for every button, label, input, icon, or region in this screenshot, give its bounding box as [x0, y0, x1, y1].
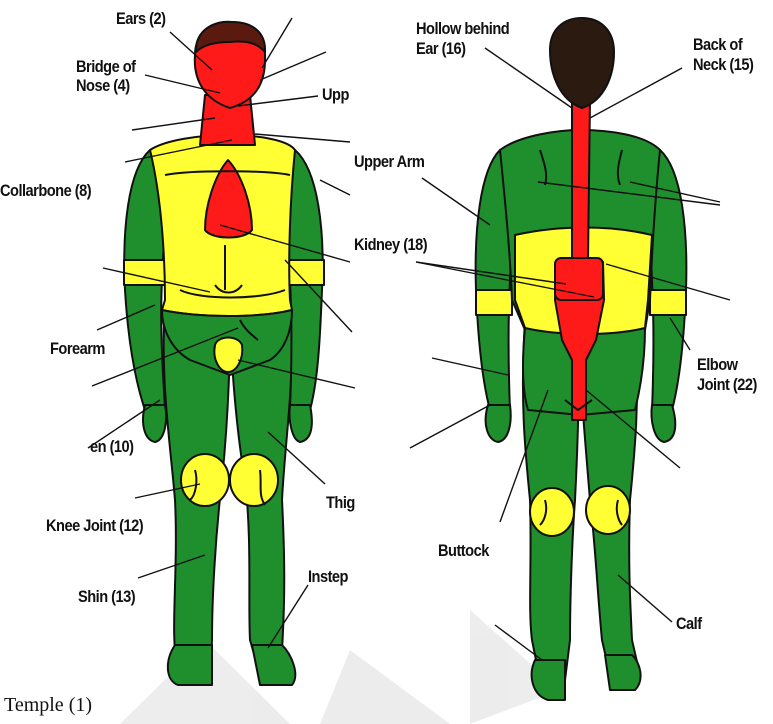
- front-figure: [124, 22, 324, 685]
- back-left-elbow-band: [476, 290, 512, 315]
- back-right-elbow-band: [650, 290, 686, 315]
- label-buttock: Buttock: [438, 542, 489, 560]
- back-left-knee: [530, 488, 574, 536]
- label-back-of-neck-line1: Back of: [693, 36, 742, 54]
- front-right-hand: [289, 405, 311, 442]
- caption-temple: Temple (1): [4, 694, 92, 717]
- label-instep: Instep: [308, 568, 348, 586]
- back-head: [550, 18, 614, 108]
- label-back-of-neck-line2: Neck (15): [693, 56, 753, 74]
- back-figure: [476, 18, 687, 700]
- label-hollow-behind-ear-line2: Ear (16): [416, 40, 466, 58]
- label-elbow-joint-line2: Joint (22): [697, 376, 757, 394]
- label-thig: Thig: [326, 494, 355, 512]
- back-right-foot: [605, 655, 641, 690]
- label-knee-joint: Knee Joint (12): [46, 517, 143, 535]
- label-hollow-behind-ear-line1: Hollow behind: [416, 20, 509, 38]
- front-right-knee: [230, 454, 278, 506]
- label-upp: Upp: [322, 86, 349, 104]
- front-right-foot: [252, 645, 295, 685]
- label-upper-arm: Upper Arm: [354, 153, 424, 171]
- front-groin: [214, 338, 242, 373]
- back-right-knee: [586, 486, 630, 534]
- label-collarbone: Collarbone (8): [0, 182, 91, 200]
- label-bridge-of-nose-line2: Nose (4): [76, 77, 130, 95]
- label-elbow-joint-line1: Elbow: [697, 356, 737, 374]
- back-left-hand: [486, 405, 511, 442]
- label-calf: Calf: [676, 615, 702, 633]
- front-left-hand: [143, 405, 166, 442]
- front-left-foot: [168, 645, 212, 685]
- label-kidney: Kidney (18): [354, 236, 427, 254]
- label-forearm: Forearm: [50, 340, 105, 358]
- back-right-hand: [652, 405, 676, 442]
- label-en10: en (10): [90, 438, 134, 456]
- front-left-knee: [181, 454, 229, 506]
- label-shin: Shin (13): [78, 588, 135, 606]
- label-ears: Ears (2): [116, 10, 166, 28]
- label-bridge-of-nose-line1: Bridge of: [76, 58, 136, 76]
